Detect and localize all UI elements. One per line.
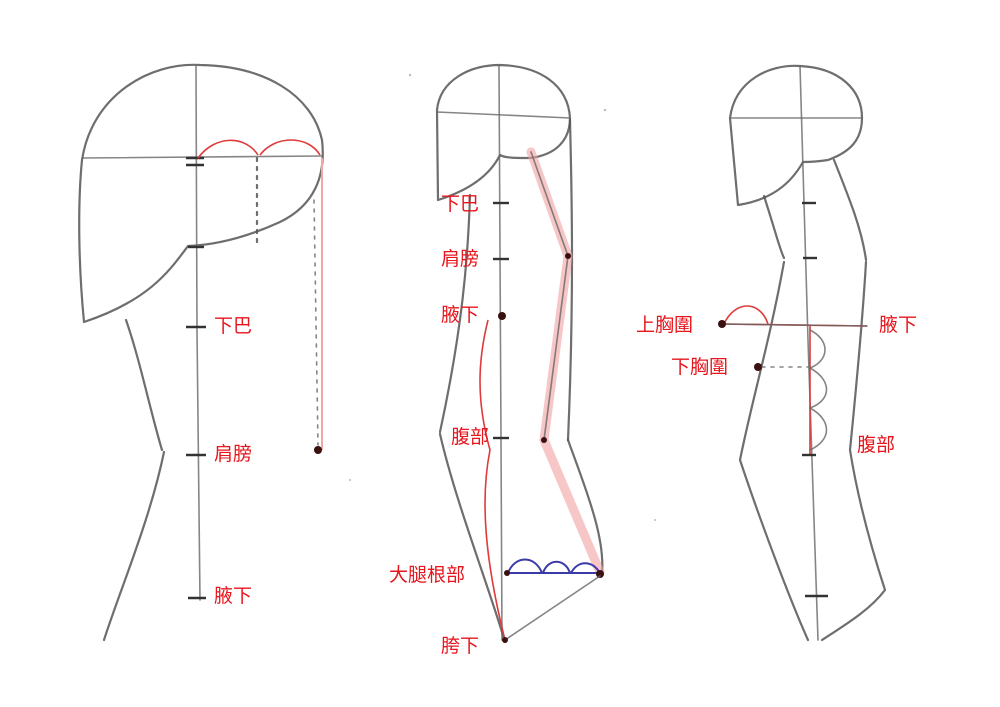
- label-armpit: 腋下: [214, 585, 253, 607]
- label-shoulder: 肩膀: [214, 443, 253, 465]
- label-shoulder: 肩膀: [441, 248, 480, 270]
- label-armpit: 腋下: [879, 314, 918, 336]
- label-chin: 下巴: [214, 315, 253, 337]
- figure-3-sketch: [718, 64, 887, 642]
- label-crotch: 胯下: [441, 635, 480, 657]
- label-armpit: 腋下: [441, 304, 480, 326]
- figure-2-sketch: [435, 63, 605, 644]
- label-under-bust: 下胸圍: [671, 356, 729, 378]
- figure-1-sketch: [78, 63, 324, 642]
- label-abdomen: 腹部: [857, 434, 896, 456]
- label-upper-bust: 上胸圍: [636, 314, 694, 336]
- label-abdomen: 腹部: [451, 426, 490, 448]
- paper-specks: [349, 73, 656, 521]
- label-thigh-root: 大腿根部: [389, 564, 466, 586]
- label-chin: 下巴: [441, 193, 480, 215]
